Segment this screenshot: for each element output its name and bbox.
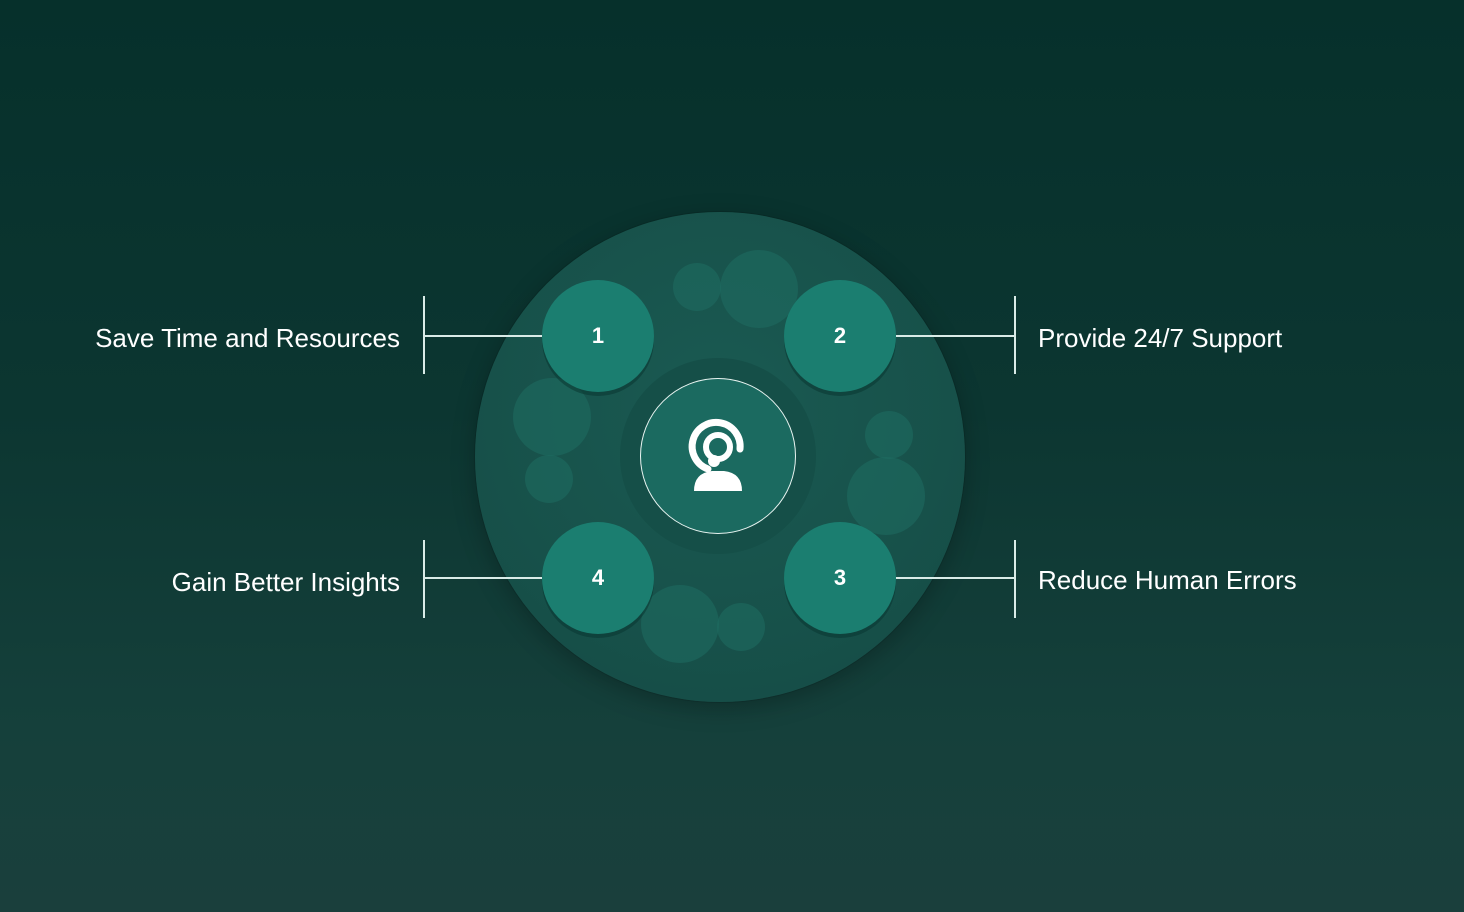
connector-2-horizontal [896,335,1014,337]
decor-bubble [525,455,573,503]
headset-support-icon [688,418,744,491]
connector-3-horizontal [896,577,1014,579]
step-1-circle: 1 [542,280,654,392]
connector-4-vertical [423,540,425,618]
decor-bubble [673,263,721,311]
connector-4-horizontal [424,577,542,579]
step-1-number: 1 [591,323,605,348]
connector-1-vertical [423,296,425,374]
decor-bubble [717,603,765,651]
connector-1-horizontal [424,335,542,337]
center-core [640,378,796,534]
connector-3-vertical [1014,540,1016,618]
step-4-circle: 4 [542,522,654,634]
step-3-circle: 3 [784,522,896,634]
benefit-4-label: Gain Better Insights [171,567,400,597]
benefit-2-label: Provide 24/7 Support [1038,323,1283,353]
decor-bubble [847,457,925,535]
benefit-1-label: Save Time and Resources [95,323,400,353]
step-2-circle: 2 [784,280,896,392]
benefit-3-label: Reduce Human Errors [1038,565,1297,595]
step-2-number: 2 [833,323,847,348]
decor-bubble [513,378,591,456]
decor-bubble [865,411,913,459]
decor-bubble [720,250,798,328]
step-4-number: 4 [591,565,605,590]
connector-2-vertical [1014,296,1016,374]
decor-bubble [641,585,719,663]
step-3-number: 3 [833,565,847,590]
